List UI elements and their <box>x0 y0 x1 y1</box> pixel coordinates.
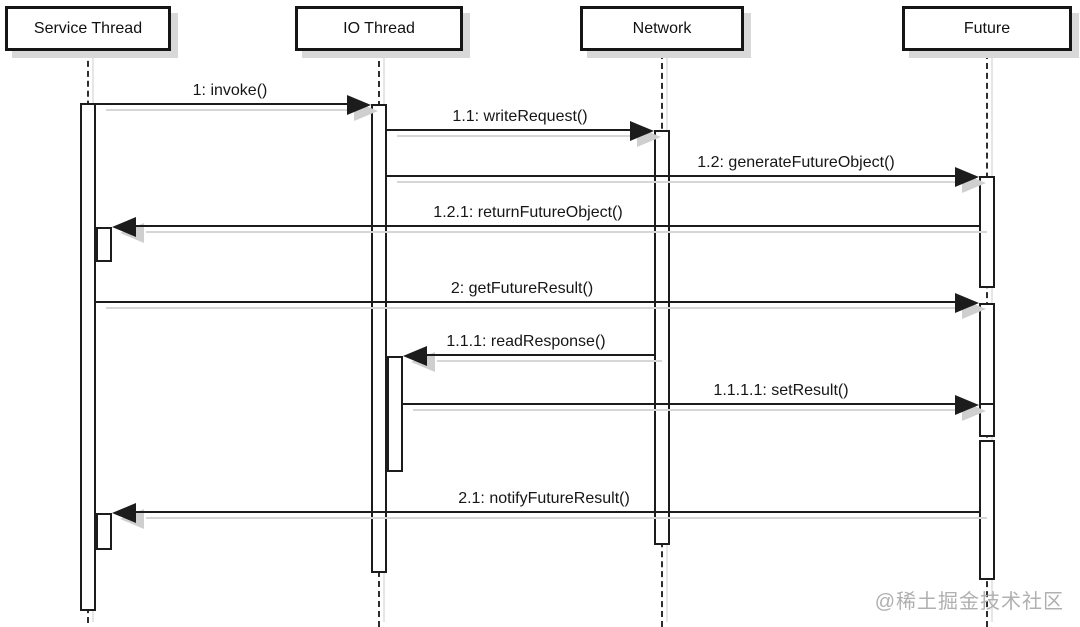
message-label-read-response: 1.1.1: readResponse() <box>446 333 606 350</box>
arrowhead-icon <box>403 346 427 366</box>
message-line-shadow <box>413 409 964 411</box>
message-line-get-future-result <box>96 301 956 303</box>
message-line-shadow <box>397 135 639 137</box>
arrowhead-icon <box>347 95 371 115</box>
message-line-shadow <box>437 360 662 362</box>
message-line-set-result <box>403 403 956 405</box>
activation-bar-service-return1 <box>96 227 112 262</box>
lifeline-header-network: Network <box>580 6 744 51</box>
lifeline-name: IO Thread <box>343 19 415 37</box>
message-line-shadow <box>106 109 357 111</box>
message-label-return-future-object: 1.2.1: returnFutureObject() <box>433 204 623 221</box>
message-line-notify-future-result <box>136 511 979 513</box>
arrowhead-icon <box>630 121 654 141</box>
lifeline-name: Future <box>963 19 1011 37</box>
message-line-invoke <box>96 103 349 105</box>
lifeline-name: Network <box>632 19 692 37</box>
message-label-generate-future-object: 1.2: generateFutureObject() <box>697 154 895 171</box>
lifeline-header-io-thread: IO Thread <box>295 6 463 51</box>
message-line-shadow <box>146 517 987 519</box>
arrowhead-icon <box>955 293 979 313</box>
watermark-text: @稀土掘金技术社区 <box>874 591 1064 613</box>
message-line-shadow <box>106 307 964 309</box>
activation-bar-service-main <box>80 103 96 611</box>
activation-bar-future-3 <box>979 440 995 580</box>
arrowhead-icon <box>112 503 136 523</box>
message-label-set-result: 1.1.1.1: setResult() <box>713 382 849 399</box>
message-label-get-future-result: 2: getFutureResult() <box>450 280 594 297</box>
message-line-read-response <box>427 354 654 356</box>
arrowhead-icon <box>955 395 979 415</box>
arrowhead-icon <box>955 167 979 187</box>
lifeline-name: Service Thread <box>33 19 143 37</box>
lifeline-header-service-thread: Service Thread <box>5 6 171 51</box>
lifeline-header-future: Future <box>902 6 1072 51</box>
message-line-shadow <box>397 181 964 183</box>
activation-bar-service-return2 <box>96 513 112 550</box>
message-line-generate-future-object <box>387 175 956 177</box>
message-label-write-request: 1.1: writeRequest() <box>452 108 588 125</box>
activation-bar-io-nested <box>387 356 403 472</box>
activation-bar-io-main <box>371 104 387 573</box>
activation-bar-network <box>654 130 670 545</box>
message-label-invoke: 1: invoke() <box>192 82 268 99</box>
message-line-shadow <box>146 231 987 233</box>
activation-bar-future-divider <box>979 403 995 405</box>
message-line-return-future-object <box>136 225 979 227</box>
message-label-notify-future-result: 2.1: notifyFutureResult() <box>458 490 630 507</box>
arrowhead-icon <box>112 217 136 237</box>
message-line-write-request <box>387 129 631 131</box>
